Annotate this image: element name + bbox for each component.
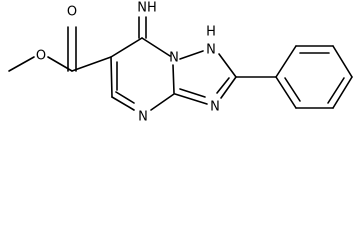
atom-ring-nh: N bbox=[206, 43, 216, 58]
bond-methyl-o bbox=[8, 56, 35, 72]
atom-labels: O O NH H N N N N bbox=[36, 1, 220, 125]
atom-ring-h: H bbox=[206, 25, 216, 40]
bond-c3a-n4 bbox=[150, 93, 175, 111]
bond-ph-inner-2 bbox=[327, 77, 345, 104]
bond-c7-n1 bbox=[141, 37, 171, 57]
bond-c5-c6 bbox=[110, 56, 113, 98]
atom-imine-nh: NH bbox=[137, 1, 157, 16]
chemical-structure: O O NH H N N N N bbox=[8, 1, 353, 125]
bond-c6-c7 bbox=[110, 37, 143, 58]
bond-c2-n3 bbox=[220, 76, 237, 99]
bond-ph-inner-3 bbox=[284, 77, 301, 102]
bond-carbonyl-c-ring bbox=[71, 56, 112, 72]
bond-ph-3 bbox=[332, 45, 353, 78]
atom-bridge-n: N bbox=[169, 51, 179, 66]
bond-c2-n3-inner bbox=[216, 77, 230, 94]
bond-ph-4 bbox=[332, 76, 353, 109]
atom-n-triazole: N bbox=[210, 100, 220, 115]
bonds bbox=[8, 16, 353, 111]
bond-n2-c2 bbox=[218, 53, 237, 78]
atom-carbonyl-oxygen: O bbox=[67, 5, 77, 20]
bond-n3-c3a bbox=[174, 93, 208, 105]
bond-n1-c3a bbox=[172, 64, 175, 94]
bond-n4-c5-inner bbox=[115, 91, 135, 104]
bond-ph-6 bbox=[275, 76, 297, 109]
bond-n1-n2 bbox=[179, 50, 204, 60]
atom-ester-oxygen: O bbox=[36, 49, 46, 64]
bond-n3-c3a-inner bbox=[179, 88, 206, 98]
bond-ph-1 bbox=[275, 45, 297, 78]
atom-n-bottom: N bbox=[138, 110, 148, 125]
bond-n4-c5 bbox=[111, 96, 135, 111]
